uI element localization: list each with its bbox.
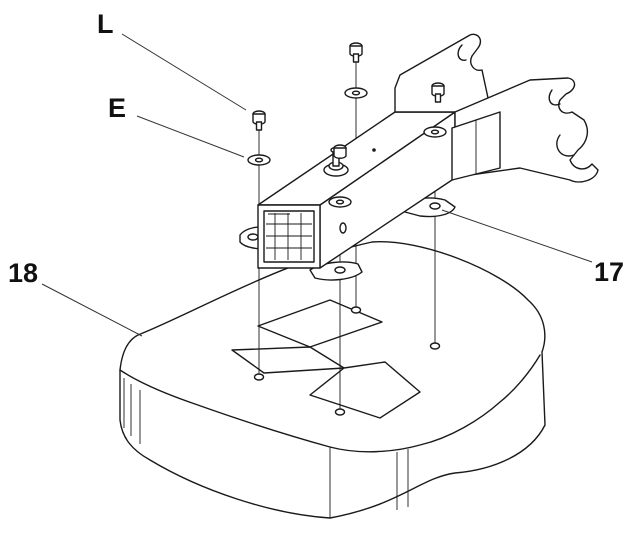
- washer-front-left: [247, 154, 271, 166]
- washer-rear-left: [344, 87, 368, 99]
- tube-front-face: [257, 204, 321, 269]
- washer-rear-right: [423, 126, 447, 138]
- pad-top: [257, 299, 383, 348]
- screw-front-left: [252, 110, 266, 131]
- callout-bracket: 17: [594, 257, 624, 287]
- bracket: [239, 33, 599, 281]
- screw-rear-left: [349, 42, 363, 63]
- callout-washer: E: [108, 93, 126, 123]
- leader-screw: [121, 33, 247, 111]
- screws: [252, 42, 445, 159]
- callout-base: 18: [8, 258, 38, 288]
- washers: [247, 87, 447, 208]
- leader-bracket: [441, 209, 593, 263]
- screw-rear-right: [431, 82, 445, 103]
- leader-washer: [136, 115, 245, 158]
- bracket-rear-clamp-left: [394, 33, 489, 113]
- washer-front-right: [328, 196, 352, 208]
- base-holes: [253, 306, 441, 416]
- pad-right: [309, 361, 421, 419]
- leader-base: [41, 283, 143, 337]
- adhesive-pads: [231, 299, 421, 419]
- callout-screw: L: [97, 9, 114, 39]
- screw-front-right: [333, 144, 347, 159]
